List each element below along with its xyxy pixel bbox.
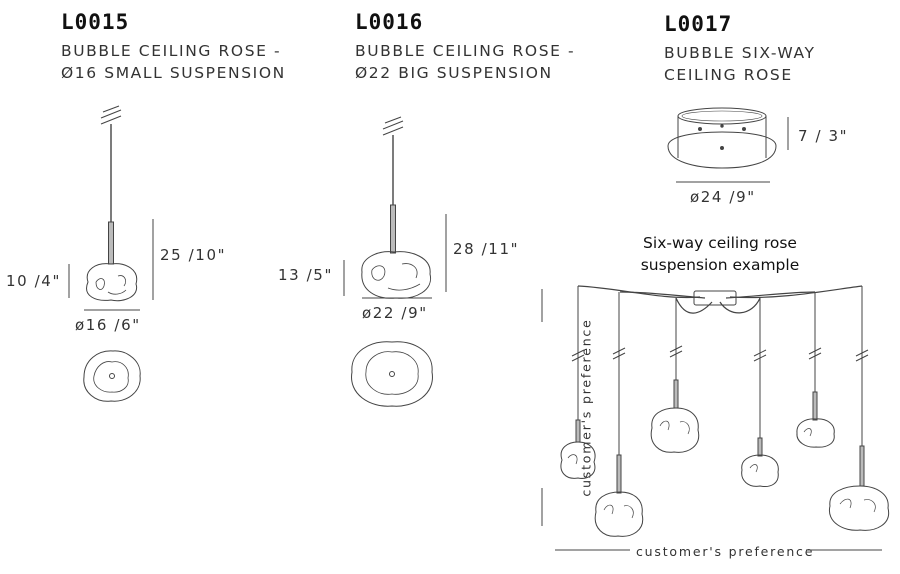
product-code-l0015: L0015 bbox=[61, 10, 130, 34]
big-suspension-drawing-l0016 bbox=[344, 117, 446, 406]
small-suspension-drawing-l0015 bbox=[69, 106, 153, 401]
example-caption-line1: Six-way ceiling rose bbox=[643, 234, 797, 252]
product-desc-line2-l0017: CEILING ROSE bbox=[664, 66, 793, 84]
height-dimension-l0017: 7 / 3" bbox=[798, 127, 849, 145]
diameter-dimension-l0017: ø24 /9" bbox=[690, 188, 756, 206]
small-shade-top-view bbox=[84, 351, 140, 401]
pendant-6 bbox=[829, 286, 888, 530]
product-desc-line1-l0016: BUBBLE CEILING ROSE - bbox=[355, 42, 576, 60]
big-shade-top-view bbox=[352, 342, 433, 406]
diameter-dimension-l0015: ø16 /6" bbox=[75, 316, 141, 334]
six-way-suspension-example-drawing bbox=[542, 286, 889, 550]
pendant-3 bbox=[651, 298, 698, 452]
shade-height-dimension-l0016: 13 /5" bbox=[278, 266, 333, 284]
pendant-1 bbox=[561, 286, 595, 478]
product-code-l0017: L0017 bbox=[664, 12, 733, 36]
diameter-dimension-l0016: ø22 /9" bbox=[362, 304, 428, 322]
product-desc-line1-l0017: BUBBLE SIX-WAY bbox=[664, 44, 816, 62]
shade-height-dimension-l0015: 10 /4" bbox=[6, 272, 61, 290]
example-caption-line2: suspension example bbox=[640, 256, 800, 274]
product-code-l0016: L0016 bbox=[355, 10, 424, 34]
ceiling-break-mark-icon bbox=[101, 106, 121, 124]
horizontal-preference-label: customer's preference bbox=[636, 544, 815, 559]
product-desc-line2-l0016: Ø22 BIG SUSPENSION bbox=[355, 64, 553, 82]
height-dimension-l0015: 25 /10" bbox=[160, 246, 227, 264]
pendant-2 bbox=[595, 292, 642, 536]
ceiling-break-mark-icon bbox=[383, 117, 403, 135]
product-desc-line1-l0015: BUBBLE CEILING ROSE - bbox=[61, 42, 282, 60]
height-dimension-l0016: 28 /11" bbox=[453, 240, 520, 258]
six-way-ceiling-rose-drawing-l0017 bbox=[668, 108, 788, 182]
pendant-5 bbox=[797, 292, 834, 447]
pendant-4 bbox=[742, 298, 779, 486]
product-desc-line2-l0015: Ø16 SMALL SUSPENSION bbox=[61, 64, 286, 82]
